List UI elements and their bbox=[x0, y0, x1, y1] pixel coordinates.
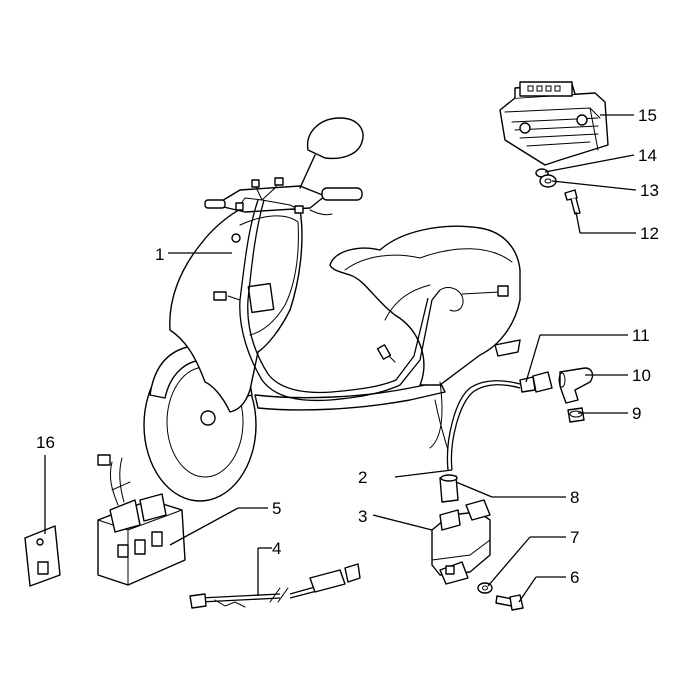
part-8-boot bbox=[439, 474, 459, 503]
callout-8: 8 bbox=[570, 488, 579, 507]
callout-2: 2 bbox=[358, 468, 367, 487]
part-4-cable bbox=[189, 563, 361, 609]
callout-13: 13 bbox=[640, 181, 659, 200]
part-6-screw bbox=[495, 594, 524, 611]
part-2-ht-cable bbox=[446, 380, 521, 471]
part-9-cap-ring bbox=[567, 407, 585, 423]
callout-1: 1 bbox=[155, 245, 164, 264]
callout-12: 12 bbox=[640, 224, 659, 243]
part-3-ignition-coil bbox=[431, 499, 491, 585]
part-12-screw bbox=[564, 189, 581, 215]
part-15-voltage-regulator bbox=[499, 81, 609, 166]
callout-labels: 1 2 3 4 5 6 7 8 9 10 11 12 13 14 15 16 bbox=[36, 106, 659, 587]
scooter-drawing bbox=[143, 117, 521, 502]
callout-15: 15 bbox=[638, 106, 657, 125]
callout-14: 14 bbox=[638, 146, 657, 165]
callout-11: 11 bbox=[632, 326, 650, 345]
callout-4: 4 bbox=[272, 539, 281, 558]
part-5-cdi-unit bbox=[97, 454, 186, 586]
callout-3: 3 bbox=[358, 507, 367, 526]
leader-lines bbox=[44, 114, 637, 603]
callout-16: 16 bbox=[36, 433, 55, 452]
part-11-cap-nut bbox=[519, 371, 553, 393]
callout-10: 10 bbox=[632, 366, 651, 385]
part-10-spark-plug-cap bbox=[558, 367, 594, 404]
callout-6: 6 bbox=[570, 568, 579, 587]
callout-7: 7 bbox=[570, 528, 579, 547]
part-16-tag bbox=[24, 525, 61, 587]
callout-9: 9 bbox=[632, 404, 641, 423]
callout-5: 5 bbox=[272, 499, 281, 518]
